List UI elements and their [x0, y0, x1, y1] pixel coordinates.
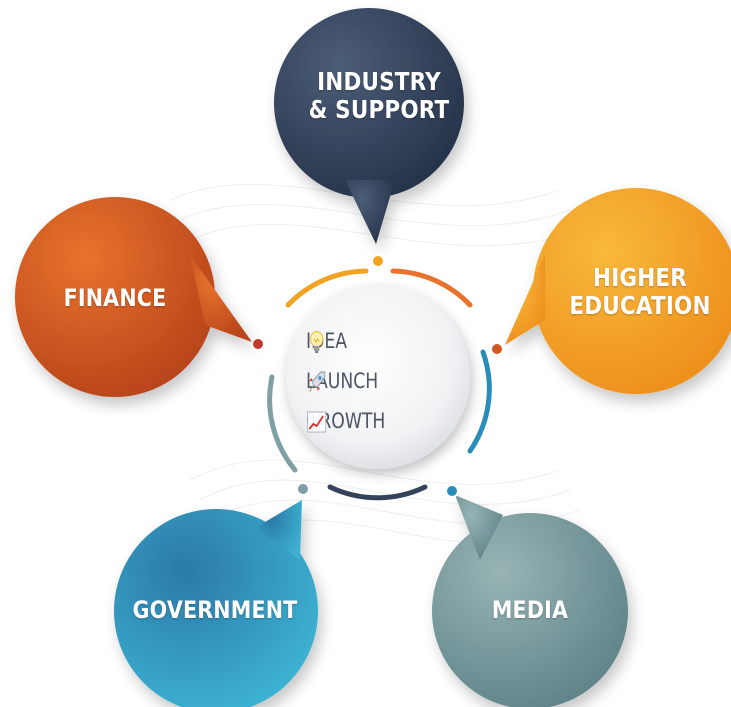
center-item-growth: GROWTH: [306, 409, 385, 433]
industry-support-bubble: [274, 8, 464, 244]
dot-bottom-left: [296, 482, 310, 496]
higher-label-line1: HIGHER: [593, 263, 687, 292]
center-ring: [267, 268, 492, 501]
center-disc: [286, 285, 470, 469]
center-item-idea: IDEA: [306, 329, 347, 353]
industry-label-line1: INDUSTRY: [317, 67, 441, 96]
government-bubble: [114, 500, 318, 707]
connector-dots: [251, 254, 504, 498]
rocket-icon: [308, 371, 326, 392]
higher-education-label: HIGHER EDUCATION: [554, 264, 726, 320]
government-label: GOVERNMENT: [132, 596, 298, 624]
ring-arc-bottom: [327, 484, 428, 501]
center-item-launch: LAUNCH: [306, 369, 378, 393]
media-label: MEDIA: [491, 596, 569, 624]
growth-chart-icon: [307, 411, 327, 433]
industry-label-line2: & SUPPORT: [308, 95, 450, 124]
dot-left: [251, 337, 265, 351]
ring-arc-top-left: [285, 268, 369, 308]
dot-top: [371, 254, 385, 268]
industry-support-label: INDUSTRY & SUPPORT: [302, 68, 457, 124]
higher-education-bubble: [505, 188, 731, 394]
media-bubble: [432, 495, 628, 707]
finance-bubble: [15, 197, 252, 397]
finance-label: FINANCE: [63, 284, 167, 312]
higher-label-line2: EDUCATION: [569, 291, 711, 320]
ring-arc-top-right: [390, 268, 473, 308]
dot-right: [490, 342, 504, 356]
ring-arc-left: [267, 374, 298, 473]
ring-arc-right: [467, 349, 492, 454]
lightbulb-icon: [310, 330, 324, 353]
dot-bottom-right: [445, 484, 459, 498]
